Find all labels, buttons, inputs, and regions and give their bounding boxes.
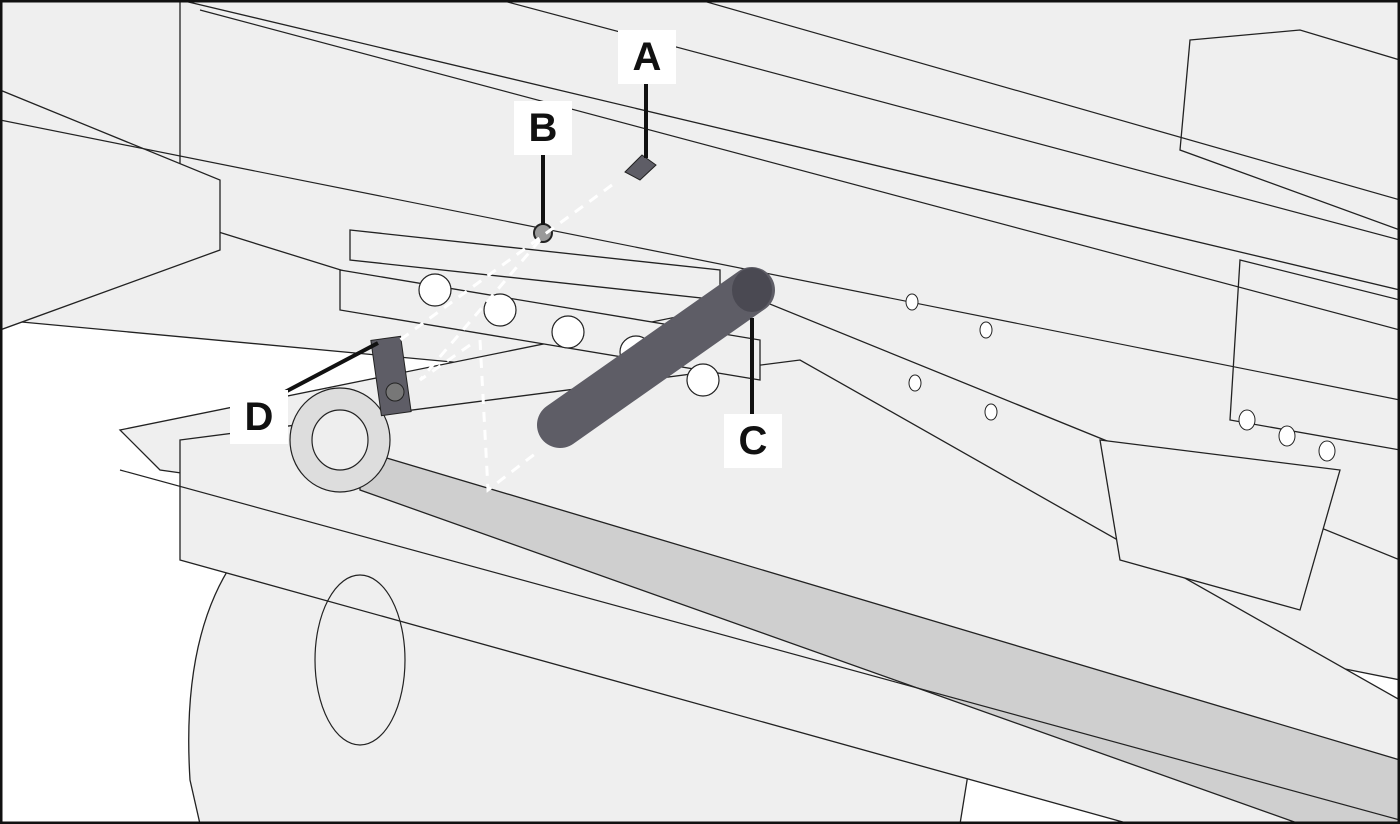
callout-b: B [514, 101, 572, 155]
pin-part-c [537, 267, 775, 448]
callout-a: A [618, 30, 676, 84]
callout-d: D [230, 390, 288, 444]
bolt-part-a [624, 154, 657, 181]
callout-c: C [724, 414, 782, 468]
